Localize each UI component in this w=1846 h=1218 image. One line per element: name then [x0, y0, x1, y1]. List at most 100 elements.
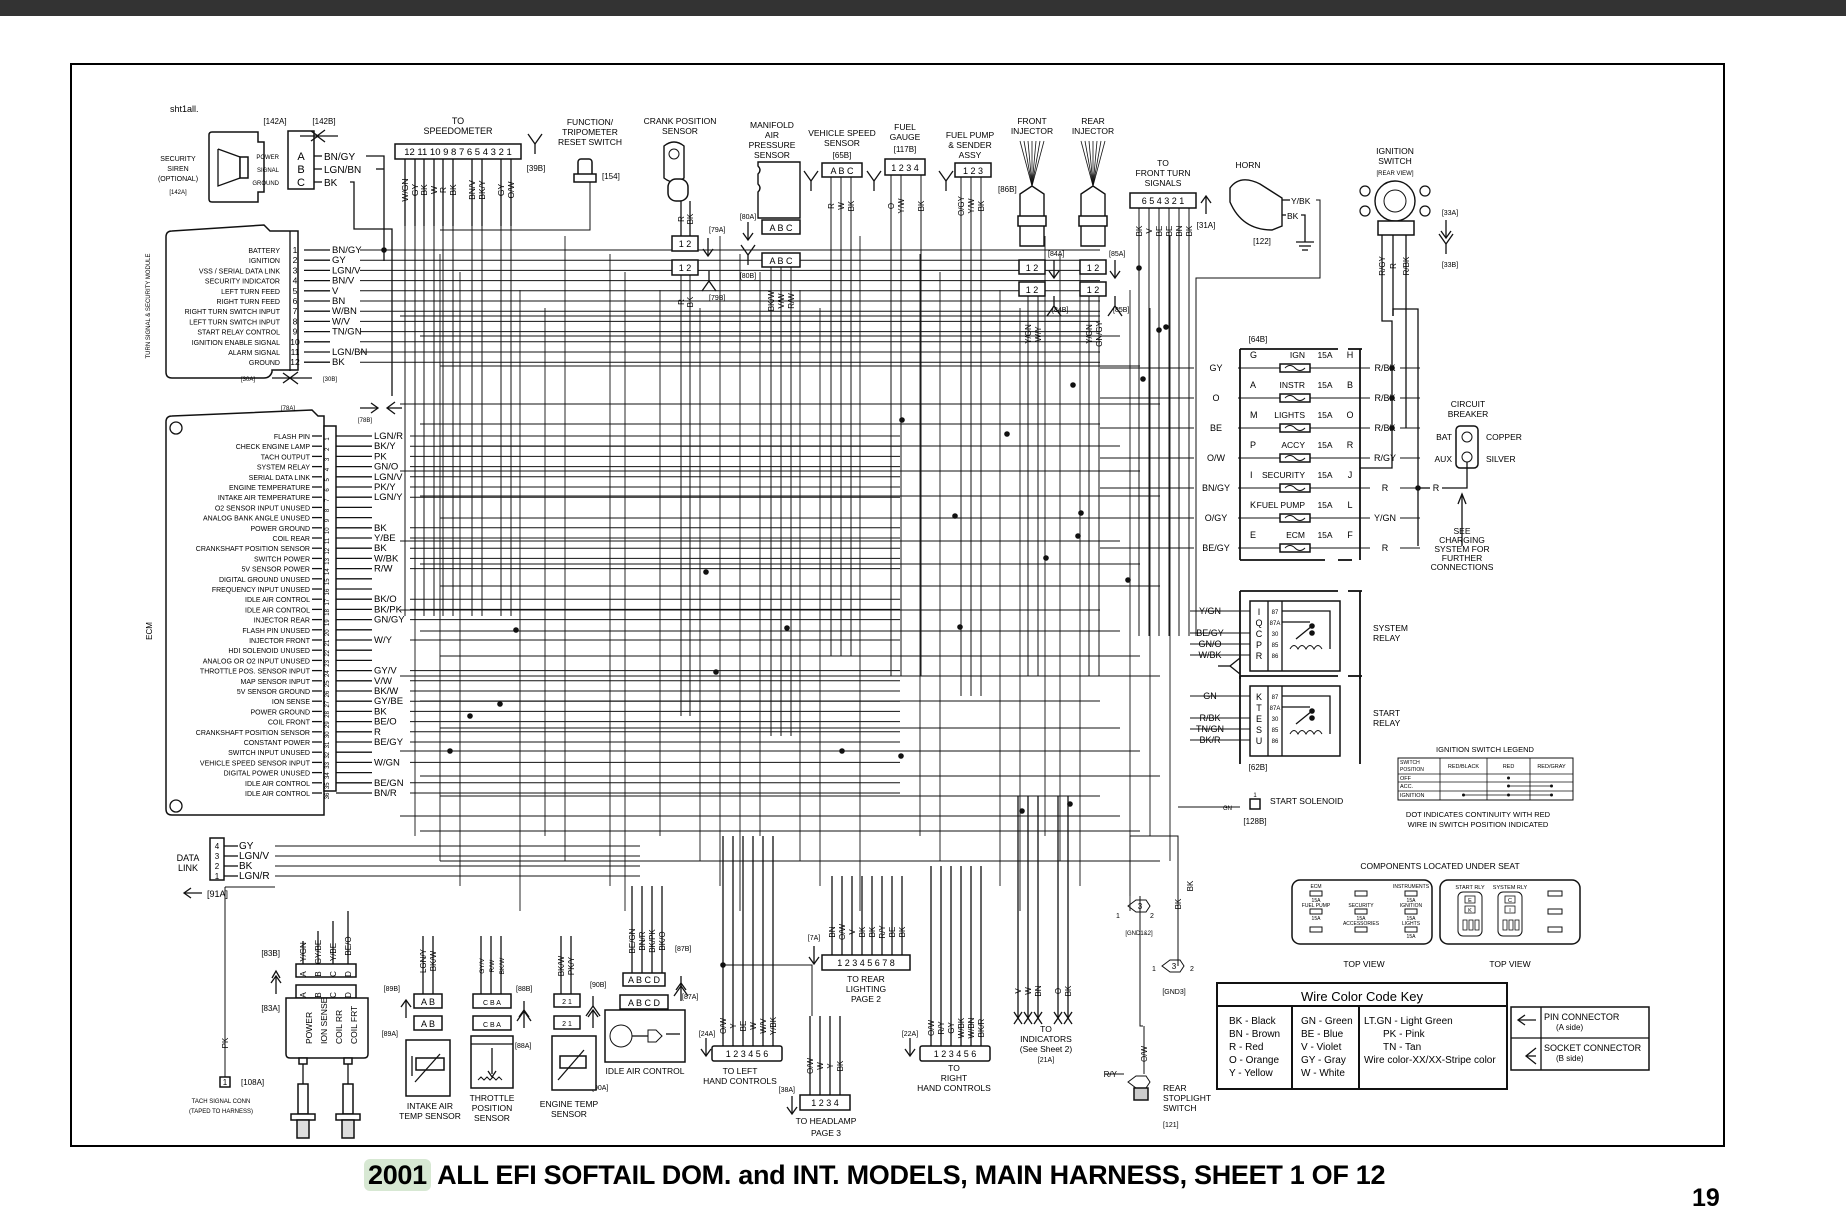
pin-connector-icon	[742, 232, 754, 242]
headlamp-wire: O/W	[806, 1058, 815, 1074]
system-relay-wire: GN/O	[1198, 639, 1221, 649]
module-pin-wire: TN/GN	[332, 327, 362, 338]
ecm-pin-func: MAP SENSOR INPUT	[241, 679, 311, 686]
iat-resistor-icon	[415, 1057, 445, 1071]
fuse-rating: 15A	[1317, 500, 1332, 510]
module-pin-wire: W/BN	[332, 306, 357, 317]
ecm-pin: 29	[325, 721, 331, 728]
fuel-gauge-wire: Y/W	[897, 198, 906, 214]
legend-row-pos: IGNITION	[1400, 793, 1424, 799]
ecm-pin: 17	[325, 598, 331, 605]
crank-wire: R	[677, 216, 686, 222]
rear-injector-leads	[1092, 140, 1098, 187]
wire	[1195, 199, 1321, 636]
vss-title: SENSOR	[824, 138, 860, 148]
front-turn-ref: [31A]	[1197, 221, 1216, 230]
coil-func: COIL RR	[334, 1010, 344, 1044]
start-relay-contact	[1282, 695, 1331, 734]
ignition-legend-note: DOT INDICATES CONTINUITY WITH RED	[1406, 810, 1551, 819]
front-injector-leads	[1031, 140, 1041, 187]
coil-post	[343, 1057, 353, 1065]
ignition-switch-wire: R/BK	[1402, 256, 1411, 275]
relay-pin	[1462, 919, 1468, 931]
module-pin: 8	[293, 316, 298, 326]
left-hand-title: HAND CONTROLS	[703, 1076, 777, 1086]
relay-slot	[1464, 895, 1476, 904]
module-pin-wire: BN/V	[332, 276, 355, 287]
iat-pins: A B	[421, 997, 435, 1007]
ecm-pin: 12	[325, 547, 331, 554]
coil-connector-b	[295, 963, 357, 978]
page-caption: 2001 ALL EFI SOFTAIL DOM. and INT. MODEL…	[364, 1159, 1385, 1191]
tach-pin: 1	[223, 1078, 228, 1087]
legend-header: SWITCH	[1400, 760, 1420, 766]
siren-pin-func: POWER	[256, 155, 279, 161]
junction-dot	[839, 748, 845, 754]
fuse-wire-in: O	[1212, 393, 1219, 403]
tps-connector-a-ref: [88A]	[515, 1043, 531, 1050]
rear-lighting-wire: BE	[888, 927, 897, 938]
under-seat-label: ACCESSORIES	[1343, 921, 1380, 927]
under-seat-label: LIGHTS	[1402, 921, 1421, 927]
headlamp-title: PAGE 3	[811, 1128, 841, 1138]
ecm-pin: 21	[325, 639, 331, 646]
fuse-element-icon	[1284, 485, 1306, 491]
ground-stud-icon	[1127, 899, 1151, 913]
ecm-connector-b: [78B]	[358, 418, 372, 424]
tach-connector	[219, 1076, 231, 1088]
pin-connector-icon	[675, 981, 687, 991]
ecm-pin: 4	[325, 467, 331, 471]
siren-cone	[239, 156, 249, 179]
start-relay-coil-icon	[1289, 730, 1323, 736]
circuit-breaker-silver: SILVER	[1486, 454, 1516, 464]
fuse-out-terminal: B	[1347, 380, 1353, 390]
junction-dot	[467, 713, 473, 719]
ecm-pin: 20	[325, 629, 331, 636]
module-pin-wire: BN	[332, 296, 345, 307]
ecm-pin-wire: BN/R	[374, 788, 397, 799]
module-pin-func: IGNITION ENABLE SIGNAL	[192, 340, 280, 347]
vss-wire: BK	[847, 200, 856, 211]
ecm-pin-func: POWER GROUND	[251, 709, 311, 716]
ecm-pin-func: ENGINE TEMPERATURE	[229, 485, 310, 492]
rear-injector-connector-a-ref: [85A]	[1109, 251, 1125, 258]
coil-wire: BE/O	[344, 936, 353, 955]
module-pin-wire: BK	[332, 357, 345, 368]
ecm-pin-wire: GN/O	[374, 462, 398, 473]
front-turn-title: FRONT TURN	[1136, 168, 1191, 178]
fuse-name: FUEL PUMP	[1257, 500, 1306, 510]
ecm-pin: 13	[325, 557, 331, 564]
relay-slot-letter: K	[1468, 908, 1472, 914]
ecm-pin: 8	[325, 508, 331, 512]
rear-lighting-wire: O/W	[838, 924, 847, 940]
siren-pin: C	[297, 177, 305, 189]
fuel-gauge-wire: BK	[917, 200, 926, 211]
crank-wire: BK	[686, 296, 695, 307]
junction-dot	[1078, 510, 1084, 516]
iac-pins: A B C D	[628, 998, 661, 1008]
coil-pin: A	[299, 971, 308, 977]
ecm-pin: 35	[325, 782, 331, 789]
relay-slot	[1464, 905, 1476, 914]
under-seat-label: SECURITY	[1348, 903, 1374, 909]
ecm-pin-func: CHECK ENGINE LAMP	[236, 444, 311, 451]
ignition-switch-connector-b: [33B]	[1442, 262, 1458, 269]
fuel-gauge-wire: O	[887, 203, 896, 209]
headlamp-wire: BK	[836, 1060, 845, 1071]
module-pin: 12	[290, 357, 300, 367]
horn-ref: [122]	[1253, 237, 1271, 246]
wire	[366, 155, 385, 261]
iac-pintle-icon	[647, 1029, 663, 1043]
stoplight-thread	[1133, 1087, 1149, 1101]
page-number: 19	[1692, 1184, 1720, 1212]
indicator-wire: V	[1014, 988, 1023, 994]
ignition-switch-mount-icon	[1419, 185, 1431, 197]
relay-pin	[1468, 919, 1474, 931]
map-connector-a-ref: [80A]	[740, 214, 756, 221]
socket-connector-icon	[803, 170, 819, 183]
ecm-pin: 14	[325, 568, 331, 575]
module-pin-func: ALARM SIGNAL	[228, 350, 280, 357]
rear-lighting-title: PAGE 2	[851, 994, 881, 1004]
ecm-pin-func: COIL FRONT	[268, 720, 311, 727]
circuit-breaker-title: CIRCUIT	[1451, 399, 1485, 409]
